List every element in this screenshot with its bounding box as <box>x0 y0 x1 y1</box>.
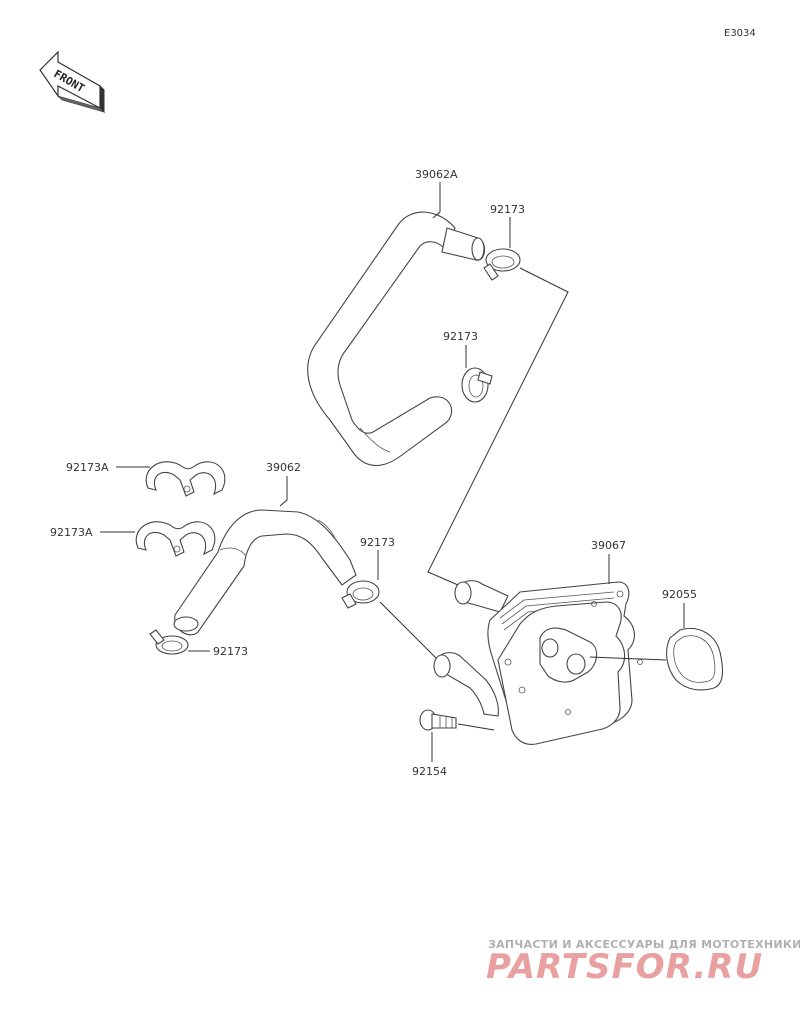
clip-92173a-upper <box>145 461 226 497</box>
part-label-92173a-upper: 92173A <box>66 461 109 474</box>
part-label-92173-lower-middle: 92173 <box>360 536 395 549</box>
clamp-92173-top <box>483 248 521 281</box>
clamp-92173-lower-middle <box>341 580 380 609</box>
diagram-ref-code: E3034 <box>724 28 756 39</box>
front-arrow-icon: FRONT <box>39 50 106 114</box>
clip-92173a-lower <box>135 521 216 557</box>
gasket-92055 <box>666 628 724 691</box>
hose-39062a <box>307 211 486 467</box>
part-label-92173-middle: 92173 <box>443 330 478 343</box>
watermark-logo-text: PARTSFOR.RU <box>486 947 763 987</box>
watermark-tagline: ЗАПЧАСТИ И АКСЕССУАРЫ ДЛЯ МОТОТЕХНИКИ <box>488 938 800 951</box>
part-label-92173-lower-left: 92173 <box>213 645 248 658</box>
part-label-92154: 92154 <box>412 765 447 778</box>
part-label-39067: 39067 <box>591 539 626 552</box>
part-label-92055: 92055 <box>662 588 697 601</box>
part-label-39062: 39062 <box>266 461 301 474</box>
oil-cooler-39067 <box>433 580 643 745</box>
watermark-logo: PARTSFOR.RU <box>486 947 763 987</box>
part-label-39062a: 39062A <box>415 168 458 181</box>
hose-39062 <box>173 509 357 636</box>
clamp-92173-middle <box>461 367 493 403</box>
bolt-92154 <box>419 709 457 731</box>
part-label-92173a-lower: 92173A <box>50 526 93 539</box>
part-label-92173-top: 92173 <box>490 203 525 216</box>
clamp-92173-lower-left <box>149 629 189 655</box>
